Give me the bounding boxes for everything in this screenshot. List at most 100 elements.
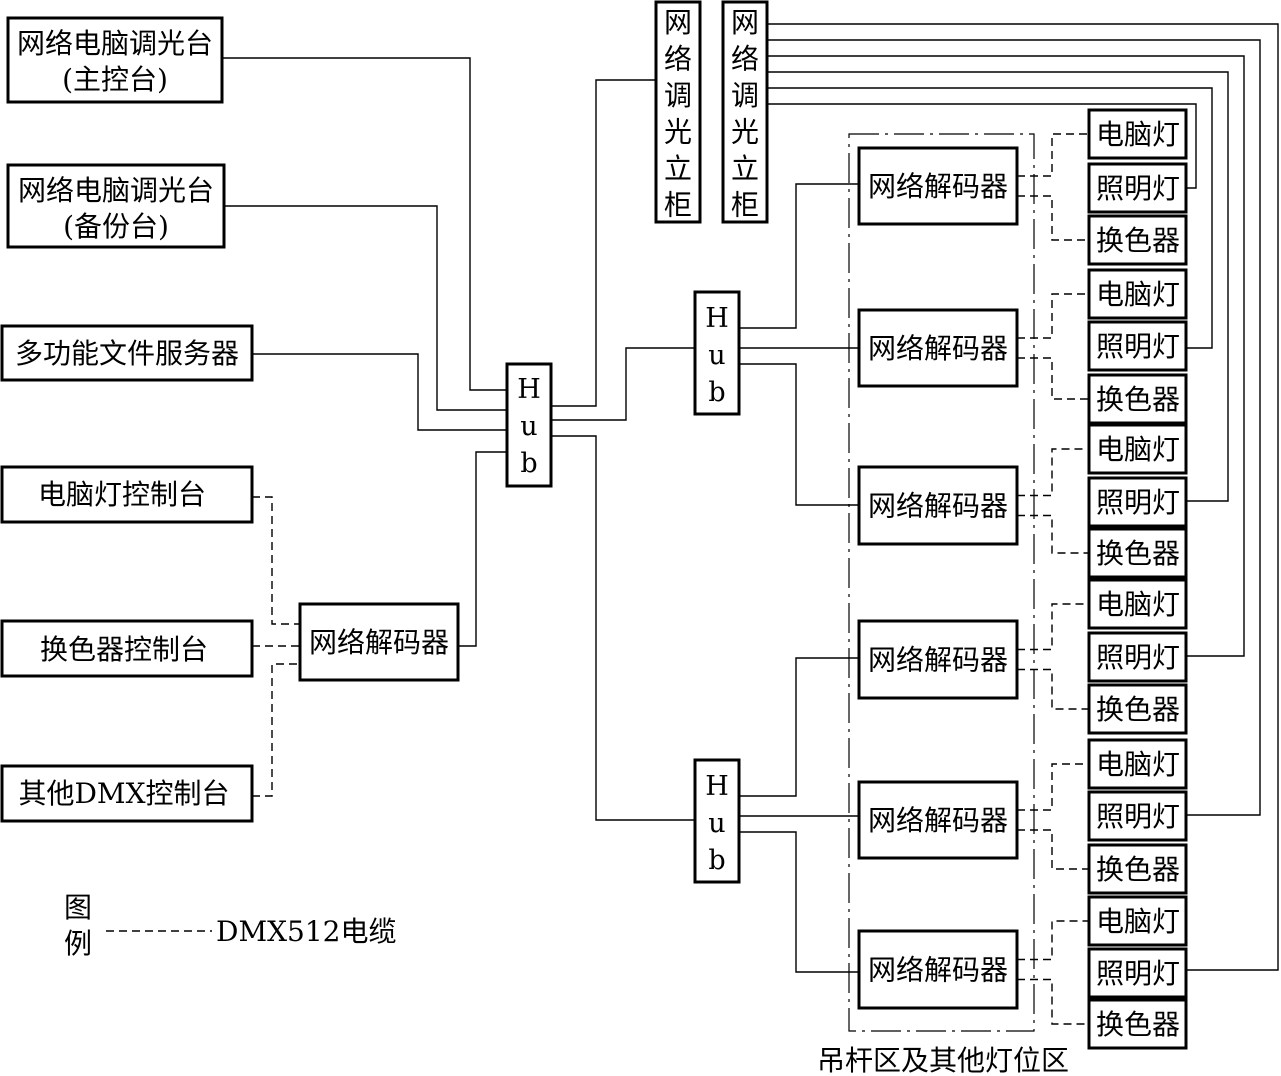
left-network-decoder[interactable]: 网络解码器 <box>298 602 460 682</box>
fixture-label: 照明灯 <box>1096 486 1180 519</box>
fixture-color-changer-2[interactable]: 换色器 <box>1087 373 1188 425</box>
fixture-label: 电脑灯 <box>1096 278 1180 311</box>
upper-hub-letter-u: u <box>708 340 725 371</box>
fixture-label: 照明灯 <box>1096 957 1180 990</box>
lower-hub-letter-u: u <box>708 808 725 839</box>
dimmer-cabinet-1-char: 柜 <box>664 189 692 222</box>
zone-decoder-1[interactable]: 网络解码器 <box>857 146 1019 226</box>
zone-decoder-3[interactable]: 网络解码器 <box>857 465 1019 546</box>
fixture-lighting-2[interactable]: 照明灯 <box>1087 320 1188 372</box>
dimmer-cabinet-2-char: 光 <box>731 116 759 149</box>
main-console[interactable]: 网络电脑调光台 (主控台) <box>6 16 224 104</box>
fixture-label: 换色器 <box>1096 1008 1180 1041</box>
zone-decoder-6[interactable]: 网络解码器 <box>857 929 1019 1010</box>
fixture-moving-light-3[interactable]: 电脑灯 <box>1087 423 1188 475</box>
fixture-lighting-4[interactable]: 照明灯 <box>1087 631 1188 683</box>
lower-hub-letter-h: H <box>705 771 729 802</box>
backup-console-subtitle: (备份台) <box>63 210 169 243</box>
fixture-color-changer-1[interactable]: 换色器 <box>1087 214 1188 266</box>
fixture-moving-light-1[interactable]: 电脑灯 <box>1087 108 1188 160</box>
file-server[interactable]: 多功能文件服务器 <box>0 324 254 382</box>
legend-title-char-2: 例 <box>64 927 92 960</box>
fixture-lighting-1[interactable]: 照明灯 <box>1087 162 1188 214</box>
fixture-lighting-6[interactable]: 照明灯 <box>1087 947 1188 999</box>
fixture-moving-light-5[interactable]: 电脑灯 <box>1087 738 1188 790</box>
dimmer-cabinet-1-char: 络 <box>664 43 692 76</box>
other-dmx-console[interactable]: 其他DMX控制台 <box>0 764 254 823</box>
zone-decoder-label: 网络解码器 <box>868 490 1008 523</box>
zone-decoder-2[interactable]: 网络解码器 <box>857 308 1019 388</box>
main-console-title: 网络电脑调光台 <box>17 27 213 60</box>
central-hub[interactable]: H u b <box>505 362 553 488</box>
zone-decoder-label: 网络解码器 <box>868 644 1008 677</box>
fixture-label: 换色器 <box>1096 383 1180 416</box>
upper-hub[interactable]: H u b <box>693 290 741 416</box>
fixture-moving-light-6[interactable]: 电脑灯 <box>1087 895 1188 947</box>
fixture-color-changer-4[interactable]: 换色器 <box>1087 683 1188 735</box>
fixture-lighting-5[interactable]: 照明灯 <box>1087 790 1188 842</box>
zone-label: 吊杆区及其他灯位区 <box>817 1044 1069 1076</box>
fixture-label: 换色器 <box>1096 537 1180 570</box>
fixture-label: 换色器 <box>1096 224 1180 257</box>
fixture-moving-light-4[interactable]: 电脑灯 <box>1087 578 1188 630</box>
dimmer-cabinet-1-char: 调 <box>664 79 692 112</box>
moving-light-console[interactable]: 电脑灯控制台 <box>0 465 254 524</box>
upper-hub-letter-h: H <box>705 303 729 334</box>
lower-hub[interactable]: H u b <box>693 758 741 884</box>
fixture-color-changer-3[interactable]: 换色器 <box>1087 527 1188 579</box>
fixture-color-changer-6[interactable]: 换色器 <box>1087 998 1188 1050</box>
fixture-color-changer-5[interactable]: 换色器 <box>1087 843 1188 895</box>
legend-dmx-cable-label: DMX512电缆 <box>216 915 397 948</box>
color-changer-console[interactable]: 换色器控制台 <box>0 619 254 678</box>
main-console-subtitle: (主控台) <box>62 63 168 96</box>
fixture-lighting-3[interactable]: 照明灯 <box>1087 476 1188 528</box>
central-hub-letter-b: b <box>520 448 537 479</box>
fixture-label: 电脑灯 <box>1096 433 1180 466</box>
central-hub-letter-u: u <box>520 411 537 442</box>
left-network-decoder-label: 网络解码器 <box>309 626 449 659</box>
fixture-label: 电脑灯 <box>1096 905 1180 938</box>
fixture-moving-light-2[interactable]: 电脑灯 <box>1087 268 1188 320</box>
fixture-label: 换色器 <box>1096 853 1180 886</box>
fixture-label: 电脑灯 <box>1096 118 1180 151</box>
network-lines <box>222 23 1279 973</box>
backup-console[interactable]: 网络电脑调光台 (备份台) <box>6 163 226 249</box>
fixture-label: 照明灯 <box>1096 172 1180 205</box>
zone-decoder-5[interactable]: 网络解码器 <box>857 780 1019 860</box>
fixture-label: 照明灯 <box>1096 641 1180 674</box>
zone-decoder-label: 网络解码器 <box>868 170 1008 203</box>
dimmer-cabinet-2-char: 立 <box>731 152 759 185</box>
dimmer-cabinet-2-char: 络 <box>731 43 759 76</box>
dimmer-cabinet-1-char: 立 <box>664 152 692 185</box>
backup-console-title: 网络电脑调光台 <box>18 174 214 207</box>
zone-decoder-4[interactable]: 网络解码器 <box>857 619 1019 700</box>
file-server-label: 多功能文件服务器 <box>15 337 239 370</box>
dimmer-cabinet-2-char: 柜 <box>731 189 759 222</box>
moving-light-console-label: 电脑灯控制台 <box>38 478 206 511</box>
dimmer-cabinet-1-char: 光 <box>664 116 692 149</box>
fixture-label: 电脑灯 <box>1096 588 1180 621</box>
zone-boundary <box>848 133 1035 1032</box>
legend-title-char-1: 图 <box>64 891 92 924</box>
dimmer-cabinet-2-char: 调 <box>731 79 759 112</box>
fixture-label: 换色器 <box>1096 693 1180 726</box>
central-hub-letter-h: H <box>517 374 541 405</box>
zone-decoder-label: 网络解码器 <box>868 332 1008 365</box>
lower-hub-letter-b: b <box>708 845 725 876</box>
zone-decoder-label: 网络解码器 <box>868 804 1008 837</box>
legend: 图 例 DMX512电缆 <box>64 891 397 960</box>
fixture-label: 电脑灯 <box>1096 748 1180 781</box>
dimmer-cabinet-1-char: 网 <box>664 6 692 39</box>
dimmer-cabinet-2-char: 网 <box>731 6 759 39</box>
upper-hub-letter-b: b <box>708 377 725 408</box>
fixture-label: 照明灯 <box>1096 800 1180 833</box>
decoder-to-fixture-cables <box>1017 133 1089 1025</box>
fixture-label: 照明灯 <box>1096 330 1180 363</box>
color-changer-console-label: 换色器控制台 <box>40 633 208 666</box>
dmx-cables <box>252 496 300 797</box>
zone-fixtures: 电脑灯照明灯换色器电脑灯照明灯换色器电脑灯照明灯换色器电脑灯照明灯换色器电脑灯照… <box>1087 108 1188 1050</box>
